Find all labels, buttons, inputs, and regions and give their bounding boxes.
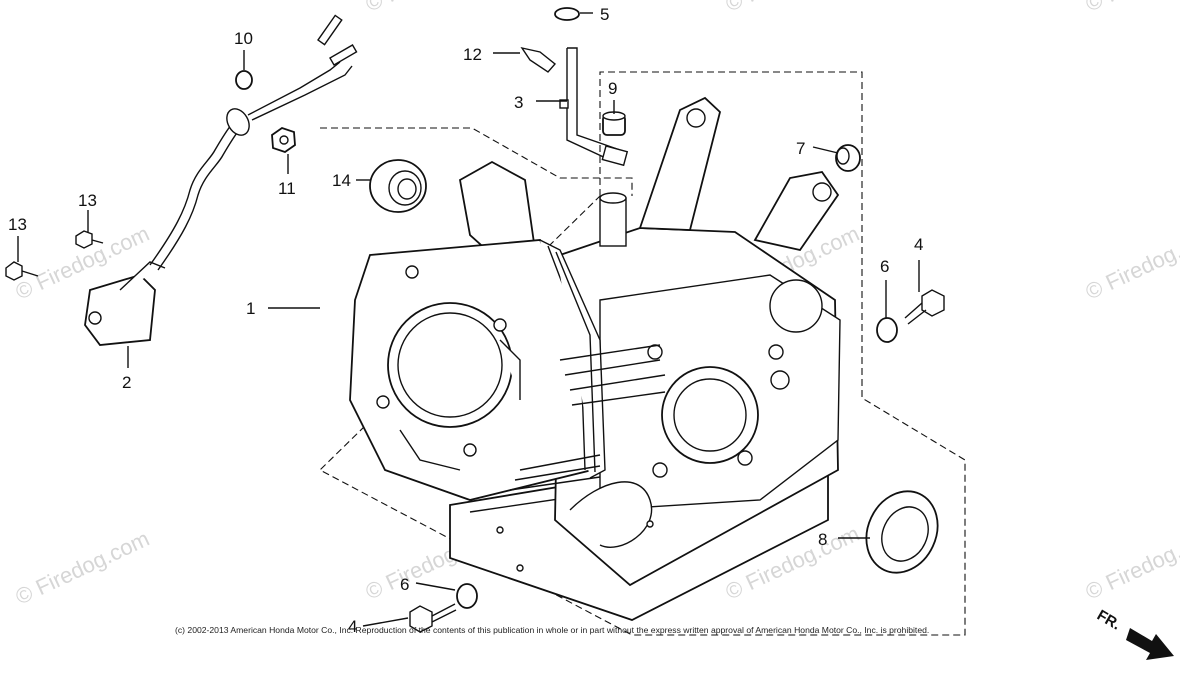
watermark: © Firedog.com: [1082, 221, 1180, 305]
callout-4: 4: [914, 235, 923, 254]
callout-14: 14: [332, 171, 351, 190]
plug-7: [835, 144, 861, 172]
callout-9: 9: [608, 79, 617, 98]
callout-5: 5: [600, 5, 609, 24]
assembly-boundary: [319, 71, 966, 636]
cylinder-block: [349, 96, 841, 621]
watermark: © Firedog.com: [362, 0, 504, 17]
watermark: © Firedog.com: [1082, 0, 1180, 17]
washer-5: [554, 7, 580, 21]
callout-6: 6: [880, 257, 889, 276]
callout-12: 12: [463, 45, 482, 64]
callouts: 1 2 3 4 4 5 6 6 7 8 9 10 11 12 13 13 14: [8, 5, 923, 636]
front-direction-indicator: FR.: [1094, 607, 1174, 660]
watermark: © Firedog.com: [722, 0, 864, 17]
nut-11: [271, 127, 296, 153]
callout-7: 7: [796, 139, 805, 158]
bolt-13-a: [5, 261, 39, 281]
tube-3: [559, 47, 629, 167]
callout-4: 4: [348, 617, 357, 636]
direction-label: FR.: [1094, 607, 1123, 634]
arrow-icon: [1126, 628, 1174, 660]
callout-6: 6: [400, 575, 409, 594]
washer-6-b: [456, 583, 478, 609]
bearing-14: [369, 159, 427, 213]
oil-seal-8: [865, 490, 939, 574]
oil-level-switch: [84, 14, 358, 346]
bolt-13-b: [75, 230, 104, 249]
washer-6-a: [876, 317, 898, 343]
callout-3: 3: [514, 93, 523, 112]
watermark: © Firedog.com: [12, 526, 154, 610]
clip-12: [520, 46, 557, 73]
watermark: © Firedog.com: [1082, 521, 1180, 605]
callout-2: 2: [122, 373, 131, 392]
bolt-4-a: [904, 289, 945, 325]
bolt-4-b: [409, 603, 457, 633]
callout-8: 8: [818, 530, 827, 549]
copyright-notice: (c) 2002-2013 American Honda Motor Co., …: [175, 625, 929, 635]
callout-13: 13: [8, 215, 27, 234]
callout-10: 10: [234, 29, 253, 48]
grommet-10: [235, 70, 253, 90]
callout-11: 11: [278, 179, 296, 198]
callout-13: 13: [78, 191, 97, 210]
cap-9: [602, 111, 626, 136]
callout-1: 1: [246, 299, 255, 318]
leader-lines: [17, 12, 920, 627]
